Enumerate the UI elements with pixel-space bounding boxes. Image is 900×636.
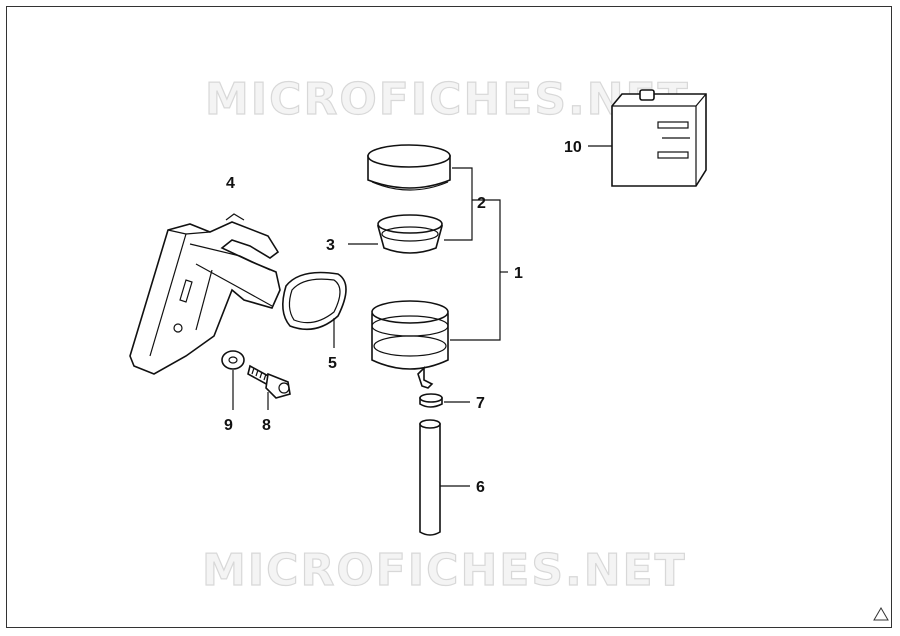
part-9-washer[interactable] xyxy=(221,350,245,370)
part-2-reservoir-cap[interactable] xyxy=(367,144,451,191)
callout-7: 7 xyxy=(476,395,485,412)
part-7-nut[interactable] xyxy=(419,393,443,408)
part-10-fluid-can[interactable] xyxy=(611,89,707,187)
callout-4: 4 xyxy=(226,175,235,192)
part-8-screw[interactable] xyxy=(247,364,291,399)
watermark-top: MICROFICHES.NET xyxy=(205,74,690,125)
part-6-hose[interactable] xyxy=(419,419,441,536)
callout-5: 5 xyxy=(328,355,337,372)
callout-8: 8 xyxy=(262,417,271,434)
callout-2: 2 xyxy=(477,195,486,212)
callout-9: 9 xyxy=(224,417,233,434)
diagram-frame xyxy=(6,6,892,628)
warning-triangle-icon xyxy=(873,607,889,621)
callout-6: 6 xyxy=(476,479,485,496)
watermark-bottom: MICROFICHES.NET xyxy=(202,545,687,596)
part-1-reservoir-body[interactable] xyxy=(371,300,449,389)
part-4-bracket[interactable] xyxy=(129,213,281,375)
part-5-gasket[interactable] xyxy=(282,271,347,331)
leader-lines xyxy=(232,145,612,487)
part-3-sealing-ring[interactable] xyxy=(376,214,444,254)
callout-1: 1 xyxy=(514,265,523,282)
callout-10: 10 xyxy=(564,139,582,156)
callout-3: 3 xyxy=(326,237,335,254)
